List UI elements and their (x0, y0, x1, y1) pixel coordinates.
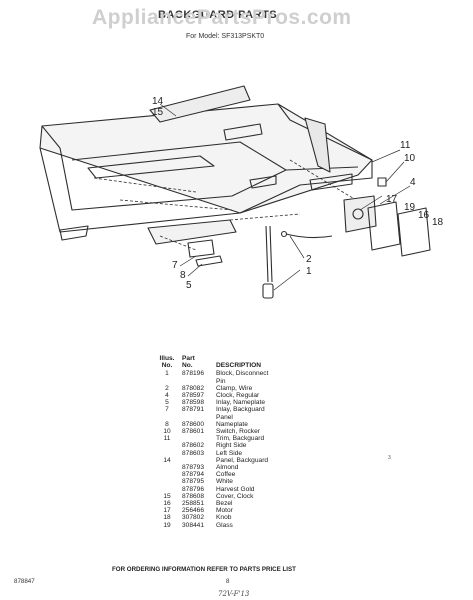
callout-7: 7 (172, 260, 178, 271)
stray-mark: 3 (388, 455, 391, 461)
watermark: AppliancePartsPros.com (92, 6, 352, 29)
table-row: Pin (216, 377, 226, 385)
page-title: BACKGUARD PARTS (158, 9, 278, 21)
callout-15: 15 (152, 107, 164, 118)
illus-no-header: Illus.No. (159, 355, 175, 370)
callout-5: 5 (186, 280, 192, 291)
document-number: 878847 (14, 578, 35, 585)
description-header: DESCRIPTION (216, 362, 262, 370)
callout-11: 11 (400, 140, 411, 151)
page-number: 8 (226, 578, 230, 585)
callout-2: 2 (306, 254, 312, 265)
callout-19: 19 (404, 202, 416, 213)
table-row: Panel (216, 413, 233, 421)
callout-14: 14 (152, 96, 164, 107)
leader-lines (159, 103, 411, 291)
backguard-panel-drawing (39, 85, 373, 241)
wire-harness-drawing (262, 225, 333, 299)
assembly-lines (93, 159, 357, 251)
callout-17: 17 (386, 194, 398, 205)
ordering-note: FOR ORDERING INFORMATION REFER TO PARTS … (112, 566, 296, 573)
callout-18: 18 (432, 217, 444, 228)
exploded-parts-diagram: 14 15 11 10 4 17 19 16 18 2 1 7 8 5 (39, 85, 444, 299)
callout-16: 16 (418, 210, 430, 221)
callout-10: 10 (404, 153, 416, 164)
handwritten-note: 72V-F'13 (218, 590, 250, 598)
callout-4: 4 (410, 177, 416, 188)
inlay-panel-drawing (147, 219, 237, 267)
model-line: For Model: SF313PSKT0 (186, 33, 265, 40)
callout-1: 1 (306, 266, 312, 277)
callout-8: 8 (180, 270, 186, 281)
